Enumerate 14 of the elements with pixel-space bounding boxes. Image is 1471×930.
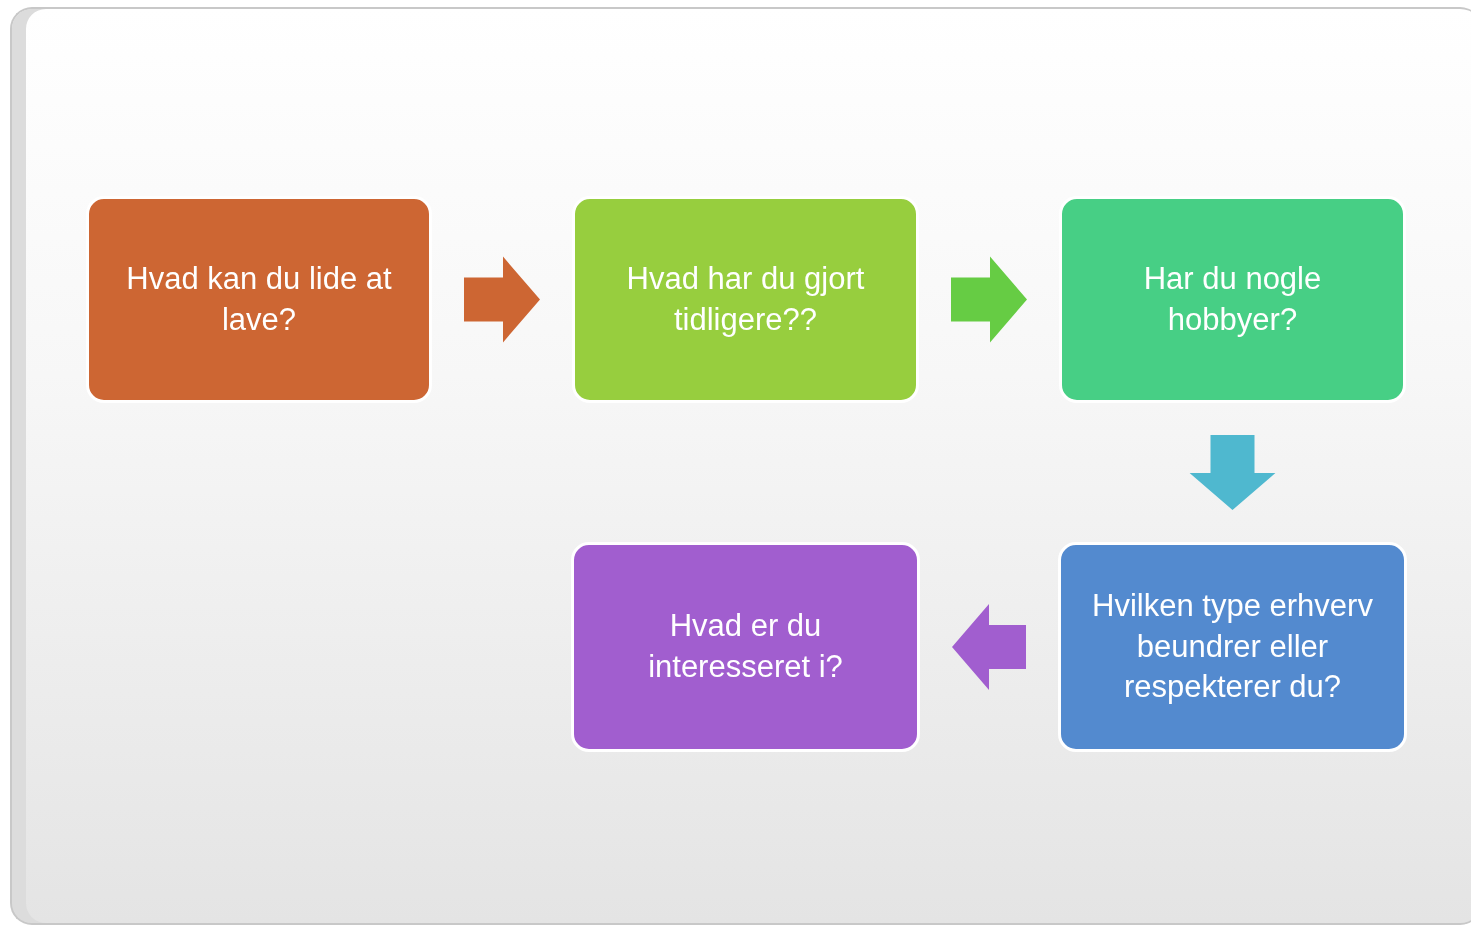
block-arrow (1189, 435, 1276, 510)
block-arrow (951, 256, 1027, 343)
box-text: Hvad har du gjort tidligere?? (625, 259, 866, 339)
process-box (1058, 542, 1407, 752)
process-box (571, 542, 920, 752)
process-box (1059, 196, 1406, 403)
box-text: Hvad er du interesseret i? (647, 607, 844, 686)
block-arrow (464, 256, 540, 343)
block-arrow (952, 604, 1026, 690)
process-box (86, 196, 432, 403)
process-box (572, 196, 919, 403)
box-text: Hvad kan du lide at lave? (125, 259, 393, 339)
box-text: Hvilken type erhverv beundrer eller respekterer du? (1091, 586, 1374, 707)
box-text: Har du nogle hobbyer? (1142, 259, 1323, 339)
